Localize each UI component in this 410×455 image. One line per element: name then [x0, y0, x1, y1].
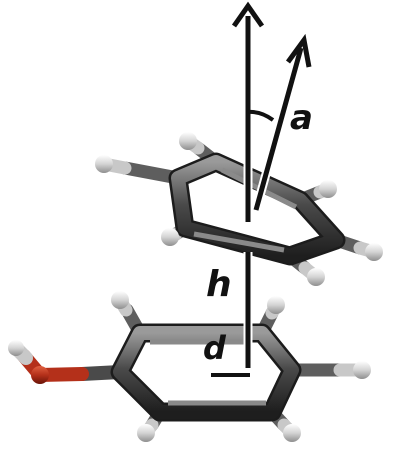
height-label: h — [206, 264, 232, 305]
benzene-ring — [168, 152, 346, 266]
angle-arc — [247, 109, 275, 122]
benzene-ch-bonds — [97, 134, 381, 284]
vertical-axis-arrow — [231, 1, 265, 368]
phenol-oh-bonds — [9, 341, 127, 382]
benzene-molecule — [95, 132, 383, 286]
phenol-molecule — [8, 291, 371, 442]
phenol-ring — [110, 323, 302, 422]
displacement-label: d — [203, 329, 227, 367]
benzene-hydrogen-atoms — [95, 132, 383, 286]
phenol-hydrogen-atoms — [8, 291, 371, 442]
labels: a h d — [203, 98, 313, 367]
phenol-oxygen-atom — [31, 366, 49, 384]
angle-label: a — [290, 98, 313, 138]
tilted-normal-arrow — [251, 33, 312, 212]
